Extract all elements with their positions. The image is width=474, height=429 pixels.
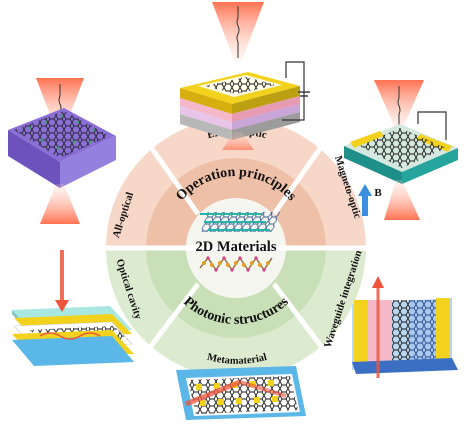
laser-beam-left-exit	[40, 184, 80, 224]
layered-crystal-icon	[200, 212, 280, 232]
lower-ring	[146, 248, 326, 338]
laser-beam-top-exit	[222, 132, 254, 150]
upper-ring	[146, 158, 326, 248]
chain-crystal-icon	[199, 256, 273, 272]
laser-beam-right-exit	[384, 180, 420, 220]
metamaterial-beam-out	[239, 380, 287, 398]
divider-lower-right	[272, 282, 326, 352]
optical-cavity-device	[12, 250, 134, 366]
divider-upper-right	[271, 138, 329, 216]
magnetic-field-symbol: B	[374, 187, 382, 199]
electro-optic-device	[180, 2, 310, 150]
waveguide-device	[352, 276, 458, 378]
magneto-optic-device: B	[344, 80, 458, 220]
label-metamaterial: Metamaterial	[206, 352, 268, 367]
magnetic-field-arrow	[358, 184, 372, 216]
divider-lower-left	[146, 282, 200, 352]
sector-background	[100, 118, 372, 378]
center-title: 2D Materials	[196, 239, 277, 255]
laser-beam-top	[212, 2, 264, 60]
metamaterial-device	[176, 366, 306, 420]
center-materials: 2D Materials	[196, 212, 280, 272]
divider-upper-left	[143, 138, 201, 216]
circuit-wire	[282, 61, 305, 121]
laser-waveform	[236, 6, 240, 58]
cavity-mode-wave	[39, 332, 101, 340]
metamaterial-beam-in	[185, 379, 241, 407]
all-optical-device	[8, 78, 116, 224]
